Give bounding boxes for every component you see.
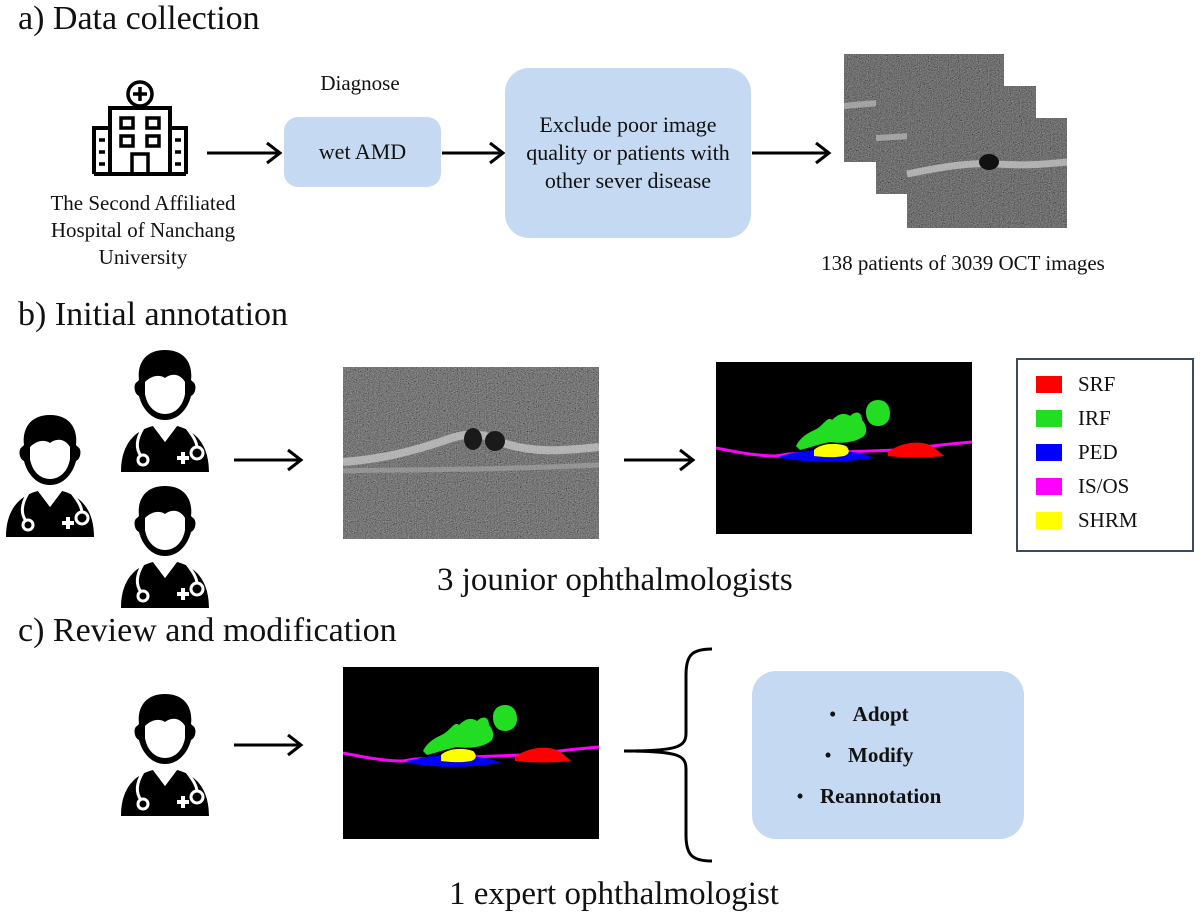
legend-item-shrm: SHRM xyxy=(1036,508,1138,533)
doctor-icon xyxy=(0,407,100,537)
legend-swatch xyxy=(1036,478,1062,495)
section-c-title: c) Review and modification xyxy=(18,612,397,649)
legend-item-irf: IRF xyxy=(1036,406,1111,431)
legend-item-srf: SRF xyxy=(1036,372,1115,397)
brace xyxy=(623,647,713,863)
legend-swatch xyxy=(1036,444,1062,461)
doctor-icon xyxy=(115,342,215,472)
option-modify: •Modify xyxy=(824,742,914,767)
exclusion-box: Exclude poor image quality or patients w… xyxy=(505,68,751,238)
legend: SRF IRF PED IS/OS SHRM xyxy=(1016,358,1194,552)
doctor-icon xyxy=(115,478,215,608)
option-reannotation: •Reannotation xyxy=(796,783,942,808)
diagnose-label: Diagnose xyxy=(320,71,400,95)
oct-image xyxy=(906,118,1068,228)
option-adopt: •Adopt xyxy=(828,701,909,726)
review-options: •Adopt •Modify •Reannotation xyxy=(780,694,941,817)
arrow xyxy=(624,448,696,472)
hospital-icon xyxy=(92,80,188,176)
legend-swatch xyxy=(1036,376,1062,393)
arrow xyxy=(752,141,832,165)
legend-swatch xyxy=(1036,410,1062,427)
legend-swatch xyxy=(1036,512,1062,529)
oct-image-stack xyxy=(844,54,1068,228)
legend-item-ped: PED xyxy=(1036,440,1118,465)
junior-caption: 3 jounior ophthalmologists xyxy=(437,562,793,598)
section-b-title: b) Initial annotation xyxy=(18,296,289,333)
doctor-icon xyxy=(115,686,215,816)
arrow xyxy=(442,141,506,165)
arrow xyxy=(234,448,304,472)
arrow xyxy=(207,141,283,165)
review-actions-box: •Adopt •Modify •Reannotation xyxy=(752,671,1024,839)
oct-scan-image xyxy=(343,367,599,539)
arrow xyxy=(234,733,304,757)
section-a-title: a) Data collection xyxy=(18,0,260,37)
segmentation-mask xyxy=(716,362,972,534)
legend-item-isos: IS/OS xyxy=(1036,474,1129,499)
expert-caption: 1 expert ophthalmologist xyxy=(449,876,779,912)
hospital-label: The Second Affiliated Hospital of Nancha… xyxy=(50,191,236,269)
wet-amd-box: wet AMD xyxy=(284,117,441,187)
dataset-summary: 138 patients of 3039 OCT images xyxy=(821,251,1105,275)
reviewed-segmentation-mask xyxy=(343,667,599,839)
